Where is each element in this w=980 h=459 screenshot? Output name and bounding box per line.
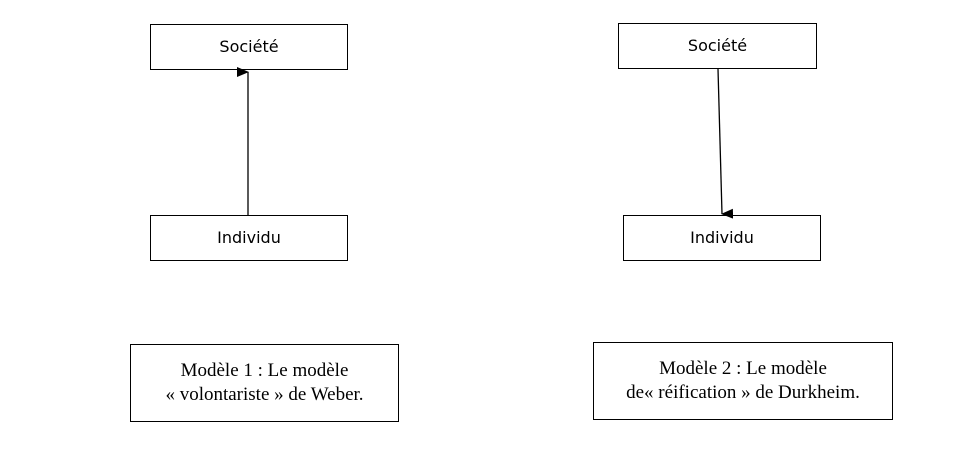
model1-societe-label: Société	[219, 37, 279, 56]
model2-societe-box: Société	[618, 23, 817, 69]
model2-caption-line1: Modèle 2 : Le modèle	[659, 358, 827, 379]
model2-individu-box: Individu	[623, 215, 821, 261]
model1-individu-box: Individu	[150, 215, 348, 261]
model2-caption-box: Modèle 2 : Le modèle de« réification » d…	[593, 342, 893, 420]
model2-arrow-societe-to-individu	[717, 68, 734, 219]
model2-individu-label: Individu	[690, 228, 754, 247]
model1-individu-label: Individu	[217, 228, 281, 247]
model1-caption-box: Modèle 1 : Le modèle « volontariste » de…	[130, 344, 399, 422]
model2-caption-line2: de« réification » de Durkheim.	[626, 382, 860, 403]
model1-societe-box: Société	[150, 24, 348, 70]
model1-caption-line2: « volontariste » de Weber.	[165, 384, 364, 405]
model1-caption-line1: Modèle 1 : Le modèle	[180, 360, 349, 381]
model2-societe-label: Société	[687, 36, 748, 55]
